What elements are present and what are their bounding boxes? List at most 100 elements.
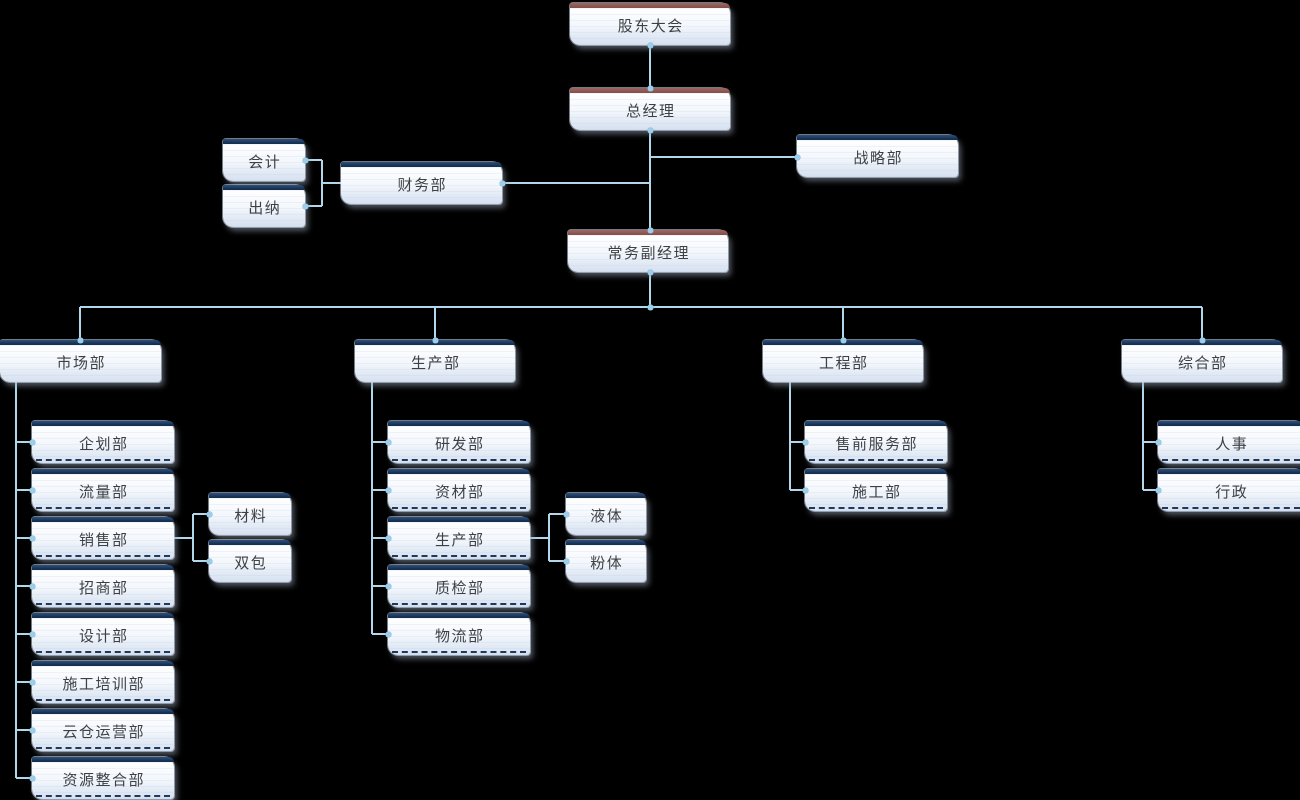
connector-line: [305, 205, 322, 207]
org-node-sales-dept[interactable]: 销售部: [32, 517, 174, 559]
connector-line: [192, 514, 194, 561]
connector-line: [1201, 307, 1203, 341]
org-node-production-sub-dept[interactable]: 生产部: [388, 517, 530, 559]
connector-endpoint-dot: [563, 511, 569, 517]
org-node-powder[interactable]: 粉体: [566, 540, 646, 582]
connector-line: [502, 182, 650, 184]
connector-endpoint-dot: [647, 127, 653, 133]
connector-line: [193, 560, 209, 562]
org-node-general-affairs-dept[interactable]: 综合部: [1122, 340, 1282, 382]
org-node-resource-integration-dept[interactable]: 资源整合部: [32, 757, 174, 799]
org-node-quality-inspection-dept[interactable]: 质检部: [388, 565, 530, 607]
org-node-label: 物流部: [434, 627, 485, 645]
connector-endpoint-dot: [647, 42, 653, 48]
connector-endpoint-dot: [385, 583, 391, 589]
connector-line: [649, 45, 651, 88]
org-node-rnd-dept[interactable]: 研发部: [388, 421, 530, 463]
connector-line: [305, 159, 322, 161]
org-node-label: 质检部: [434, 579, 485, 597]
connector-line: [16, 633, 32, 635]
connector-endpoint-dot: [1155, 487, 1161, 493]
org-node-label: 资源整合部: [62, 771, 145, 789]
org-node-materials[interactable]: 材料: [209, 493, 291, 535]
connector-line: [16, 681, 32, 683]
org-node-production-dept[interactable]: 生产部: [355, 340, 515, 382]
connector-endpoint-dot: [206, 558, 212, 564]
connector-endpoint-dot: [432, 337, 438, 343]
connector-line: [372, 633, 388, 635]
org-node-label: 财务部: [397, 176, 447, 194]
connector-line: [549, 513, 566, 515]
org-node-traffic-dept[interactable]: 流量部: [32, 469, 174, 511]
connector-endpoint-dot: [647, 269, 653, 275]
org-node-label: 生产部: [434, 531, 485, 549]
org-node-engineering-dept[interactable]: 工程部: [763, 340, 923, 382]
org-node-label: 行政: [1215, 483, 1249, 501]
connector-endpoint-dot: [206, 511, 212, 517]
connector-endpoint-dot: [802, 439, 808, 445]
org-node-label: 人事: [1215, 435, 1249, 453]
connector-line: [790, 489, 805, 491]
connector-endpoint-dot: [563, 558, 569, 564]
connector-endpoint-dot: [29, 631, 35, 637]
org-node-design-dept[interactable]: 设计部: [32, 613, 174, 655]
connector-endpoint-dot: [77, 337, 83, 343]
connector-line: [16, 441, 32, 443]
connector-line: [16, 729, 32, 731]
org-node-label: 材料: [234, 507, 268, 525]
org-node-cloud-warehouse-ops-dept[interactable]: 云仓运营部: [32, 709, 174, 751]
org-node-merchant-dept[interactable]: 招商部: [32, 565, 174, 607]
org-node-accounting[interactable]: 会计: [223, 139, 305, 181]
org-node-label: 总经理: [625, 102, 676, 120]
connector-line: [1143, 441, 1158, 443]
connector-line: [16, 777, 32, 779]
org-node-finance-dept[interactable]: 财务部: [341, 162, 502, 204]
connector-endpoint-dot: [840, 337, 846, 343]
connector-endpoint-dot: [802, 487, 808, 493]
org-node-shareholders-meeting[interactable]: 股东大会: [570, 3, 730, 45]
org-node-presales-service-dept[interactable]: 售前服务部: [805, 421, 947, 463]
org-node-logistics-dept[interactable]: 物流部: [388, 613, 530, 655]
connector-line: [16, 489, 32, 491]
org-node-label: 股东大会: [617, 17, 684, 35]
connector-line: [790, 441, 805, 443]
connector-line: [15, 382, 17, 778]
org-node-liquid[interactable]: 液体: [566, 493, 646, 535]
org-node-executive-deputy-manager[interactable]: 常务副经理: [568, 230, 728, 272]
org-node-planning-dept[interactable]: 企划部: [32, 421, 174, 463]
connector-line: [80, 306, 1202, 308]
org-node-construction-dept[interactable]: 施工部: [805, 469, 947, 511]
org-node-label: 生产部: [410, 354, 461, 372]
connector-endpoint-dot: [385, 487, 391, 493]
connector-endpoint-dot: [385, 631, 391, 637]
org-node-label: 流量部: [78, 483, 129, 501]
org-node-material-supply-dept[interactable]: 资材部: [388, 469, 530, 511]
connector-endpoint-dot: [385, 439, 391, 445]
org-node-hr[interactable]: 人事: [1158, 421, 1300, 463]
org-node-label: 企划部: [78, 435, 129, 453]
connector-endpoint-dot: [302, 203, 308, 209]
org-node-label: 研发部: [434, 435, 485, 453]
connector-line: [193, 513, 209, 515]
org-node-double-package[interactable]: 双包: [209, 540, 291, 582]
connector-endpoint-dot: [794, 154, 800, 160]
connector-line: [372, 441, 388, 443]
org-node-label: 资材部: [434, 483, 485, 501]
org-node-general-manager[interactable]: 总经理: [570, 88, 730, 130]
org-node-label: 销售部: [78, 531, 129, 549]
org-node-construction-training-dept[interactable]: 施工培训部: [32, 661, 174, 703]
connector-line: [842, 307, 844, 341]
org-node-label: 出纳: [248, 199, 282, 217]
org-node-label: 常务副经理: [607, 244, 690, 262]
connector-line: [1142, 382, 1144, 490]
connector-line: [434, 307, 436, 341]
connector-endpoint-dot: [29, 535, 35, 541]
org-node-admin[interactable]: 行政: [1158, 469, 1300, 511]
org-node-marketing-dept[interactable]: 市场部: [0, 340, 161, 382]
org-node-strategy-dept[interactable]: 战略部: [797, 135, 958, 177]
connector-endpoint-dot: [29, 679, 35, 685]
org-node-cashier[interactable]: 出纳: [223, 185, 305, 227]
connector-line: [650, 156, 797, 158]
org-node-label: 招商部: [78, 579, 129, 597]
